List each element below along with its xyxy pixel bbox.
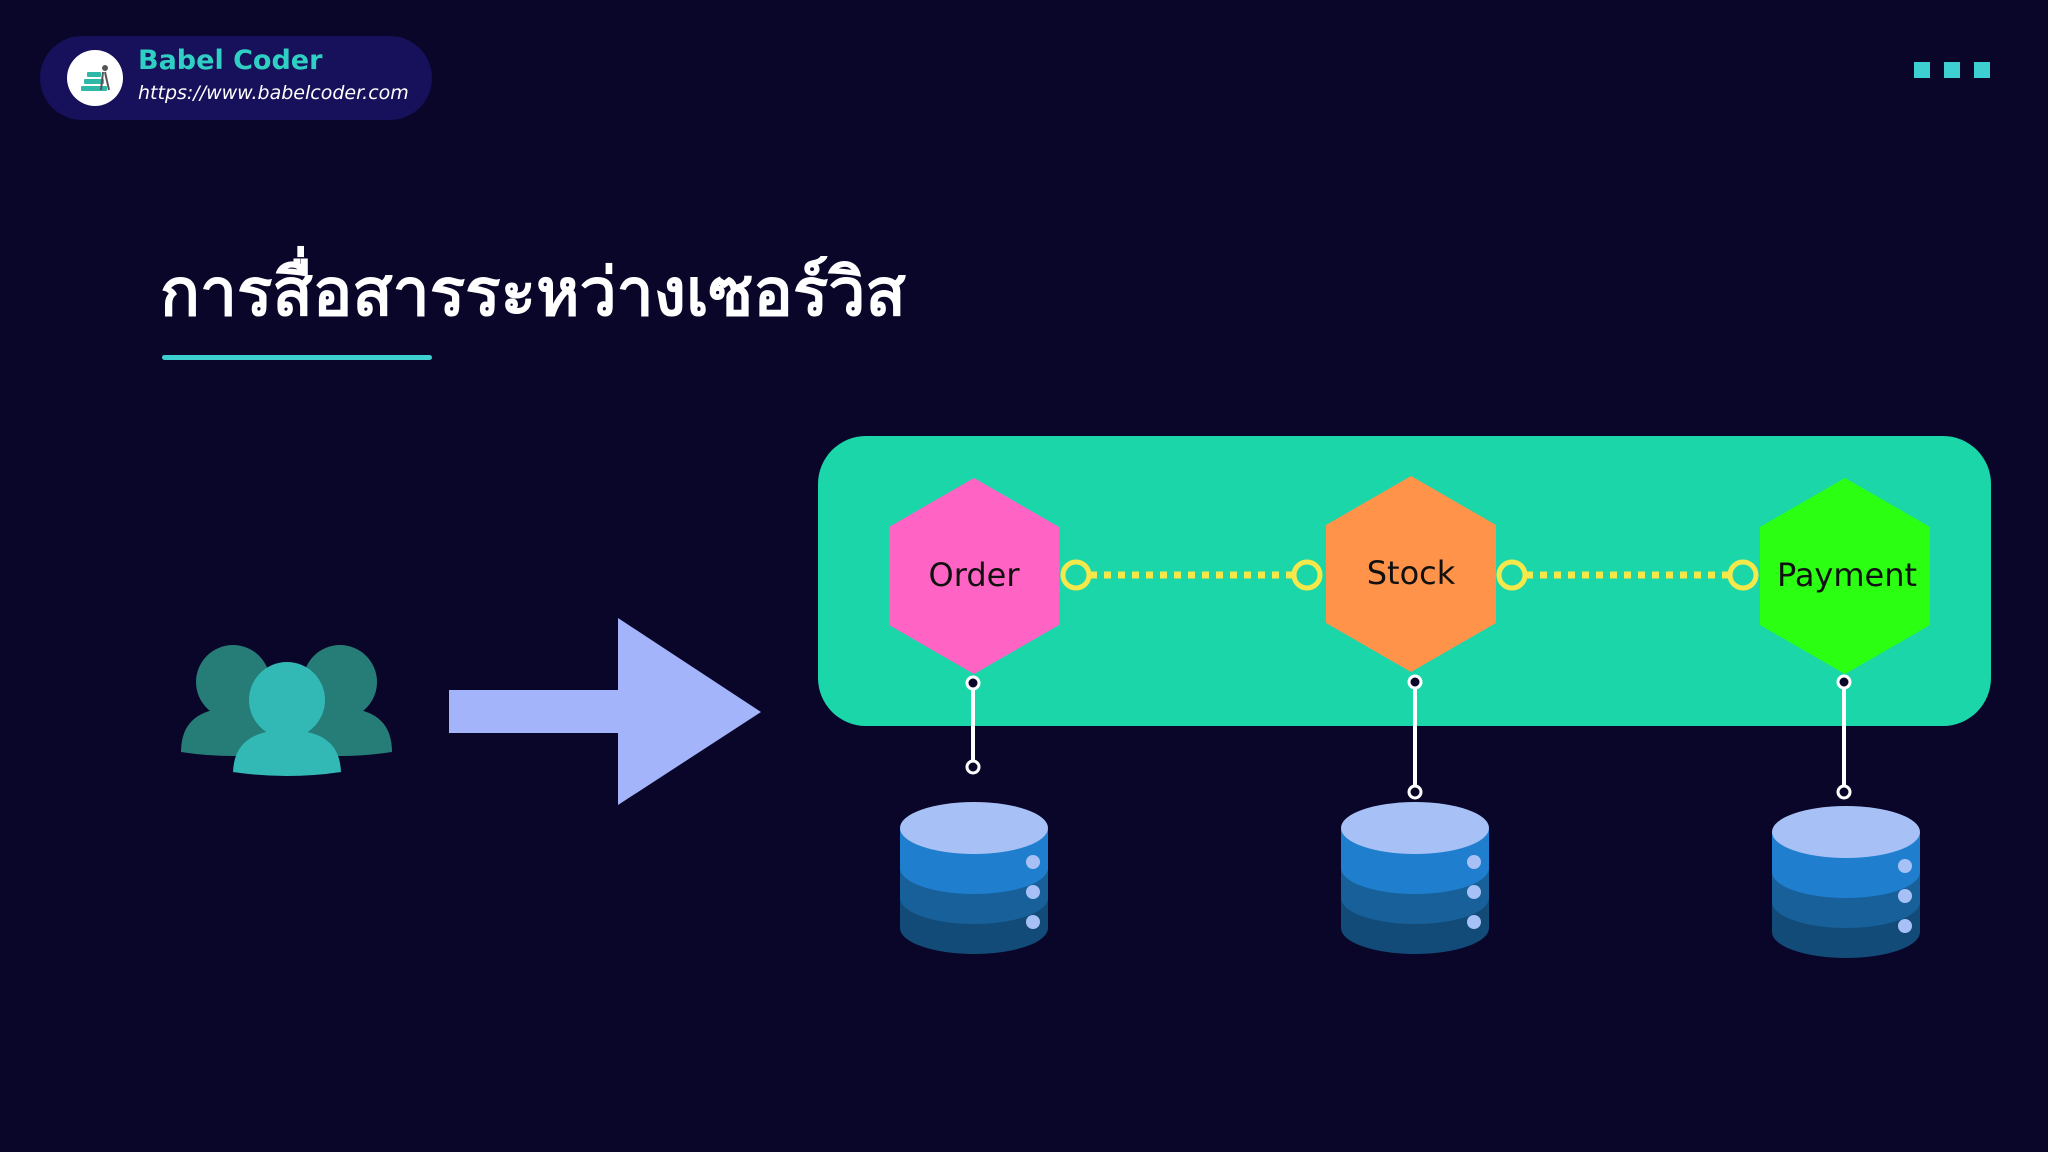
db-link-payment (1836, 674, 1852, 800)
service-label: Payment (1777, 556, 1917, 594)
arrow-icon (449, 618, 761, 805)
db-link-order (965, 675, 981, 775)
slide-title: การสื่อสารระหว่างเซอร์วิส (160, 254, 906, 331)
database-icon (1772, 806, 1920, 958)
babel-coder-logo-icon (67, 50, 123, 106)
service-label: Stock (1367, 554, 1456, 592)
service-order[interactable]: Order (889, 478, 1059, 674)
brand-url[interactable]: https://www.babelcoder.com (138, 82, 409, 104)
connector-order-stock (1060, 559, 1323, 591)
menu-dots-icon[interactable] (1914, 62, 1990, 78)
service-stock[interactable]: Stock (1326, 476, 1496, 672)
brand-badge[interactable]: Babel Coder https://www.babelcoder.com (40, 36, 432, 120)
brand-name: Babel Coder (138, 45, 323, 76)
service-label: Order (929, 556, 1021, 594)
stock-hexagon[interactable] (1326, 476, 1496, 672)
database-icon (900, 802, 1048, 954)
service-payment[interactable]: Payment (1760, 478, 1930, 674)
database-icon (1341, 802, 1489, 954)
order-hexagon[interactable] (889, 478, 1059, 674)
payment-hexagon[interactable] (1760, 478, 1930, 674)
connector-stock-payment (1496, 559, 1759, 591)
title-underline (162, 355, 432, 360)
db-link-stock (1407, 674, 1423, 800)
users-icon (181, 645, 392, 776)
